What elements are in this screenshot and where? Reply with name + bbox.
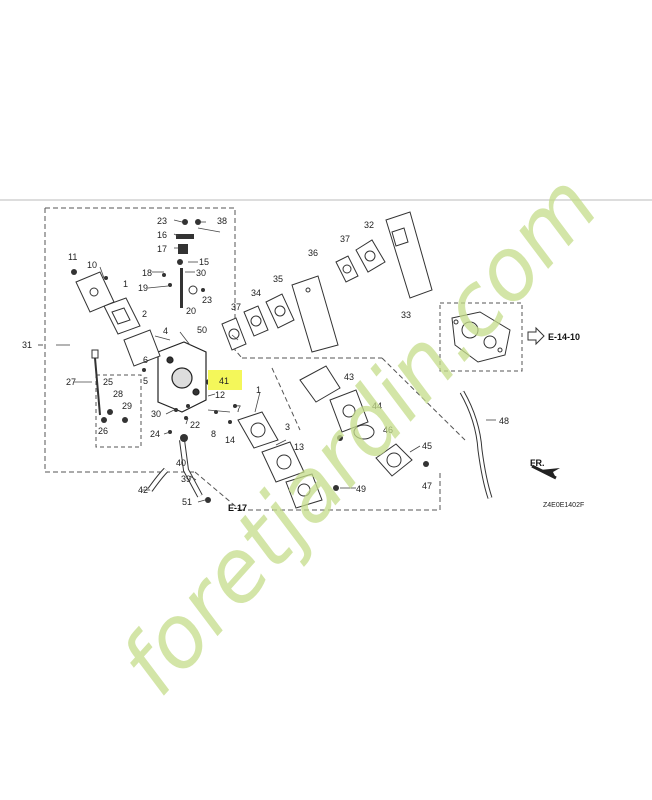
leader-lines	[56, 219, 496, 503]
label-4: 4	[163, 326, 168, 336]
ref-box-e14	[439, 302, 523, 372]
label-34: 34	[251, 288, 261, 298]
gasket-3	[237, 411, 279, 449]
label-1b: 1	[256, 385, 261, 395]
label-22: 22	[190, 420, 200, 430]
label-10: 10	[87, 260, 97, 270]
label-44: 44	[372, 401, 382, 411]
plate-34	[243, 305, 269, 337]
cover-10	[75, 271, 115, 313]
pump-43	[299, 365, 341, 403]
label-32: 32	[364, 220, 374, 230]
watermark: foretjardin.com	[101, 156, 618, 714]
assembly-frame	[38, 207, 466, 511]
label-51: 51	[182, 497, 192, 507]
label-33: 33	[401, 310, 411, 320]
label-45: 45	[422, 441, 432, 451]
label-11: 11	[68, 252, 77, 262]
label-37a: 37	[231, 302, 241, 312]
rod-27	[91, 349, 101, 416]
label-e14: E-14-10	[548, 332, 580, 342]
label-1: 1	[123, 279, 128, 289]
plate-32	[355, 239, 386, 273]
gasket-36	[291, 275, 339, 353]
label-18: 18	[142, 268, 152, 278]
carburetor-body	[157, 341, 207, 413]
screw-parts	[71, 219, 429, 503]
label-17: 17	[157, 244, 167, 254]
watermark-text: foretjardin.com	[101, 156, 618, 714]
label-49: 49	[356, 484, 366, 494]
label-fr: FR.	[530, 458, 545, 468]
label-43: 43	[344, 372, 354, 382]
label-47: 47	[422, 481, 432, 491]
label-50: 50	[197, 325, 207, 335]
plate-37-top	[335, 255, 359, 283]
label-30a: 30	[196, 268, 206, 278]
label-28: 28	[113, 389, 123, 399]
label-42: 42	[138, 485, 148, 495]
flange-45	[375, 443, 413, 477]
diaphragm-4	[123, 329, 161, 367]
label-2: 2	[142, 309, 147, 319]
gasket-13	[261, 441, 305, 483]
ref-arrow-icon	[527, 326, 545, 346]
label-3: 3	[285, 422, 290, 432]
part-labels: 23 38 16 17 15 30 18 19 23 20 11 10 1 2 …	[22, 216, 584, 513]
label-40: 40	[176, 458, 186, 468]
label-5: 5	[143, 376, 148, 386]
label-12: 12	[215, 390, 225, 400]
label-23a: 23	[157, 216, 167, 226]
label-24: 24	[150, 429, 160, 439]
label-48: 48	[499, 416, 509, 426]
label-36: 36	[308, 248, 318, 258]
gasket-33	[385, 211, 433, 299]
label-7: 7	[236, 404, 241, 414]
label-19: 19	[138, 283, 148, 293]
drawing-code: Z4E0E1402F	[543, 502, 584, 509]
label-27: 27	[66, 377, 76, 387]
label-e17: E-17	[228, 503, 247, 513]
label-38: 38	[217, 216, 227, 226]
label-16: 16	[157, 230, 167, 240]
label-13: 13	[294, 442, 304, 452]
label-15: 15	[199, 257, 209, 267]
label-26: 26	[98, 426, 108, 436]
front-arrow-icon	[531, 464, 560, 480]
highlight-box	[208, 370, 242, 390]
label-30b: 30	[151, 409, 161, 419]
label-46: 46	[383, 425, 393, 435]
label-23b: 23	[202, 295, 212, 305]
label-37b: 37	[340, 234, 350, 244]
gasket-lower	[285, 473, 323, 509]
label-31: 31	[22, 340, 32, 350]
label-35: 35	[273, 274, 283, 284]
label-20: 20	[186, 306, 196, 316]
diaphragm-2	[103, 297, 141, 335]
label-14: 14	[225, 435, 235, 445]
plate-35	[265, 293, 295, 329]
label-39: 39	[181, 474, 191, 484]
ref-part-drawing	[451, 311, 511, 363]
label-29: 29	[122, 401, 132, 411]
plate-37-bottom	[221, 317, 247, 351]
label-8: 8	[211, 429, 216, 439]
subframe-lever	[95, 374, 142, 448]
label-41: 41	[219, 376, 229, 386]
pump-44	[329, 389, 369, 433]
label-25: 25	[103, 377, 113, 387]
label-6: 6	[143, 355, 148, 365]
cap-46	[353, 424, 375, 440]
